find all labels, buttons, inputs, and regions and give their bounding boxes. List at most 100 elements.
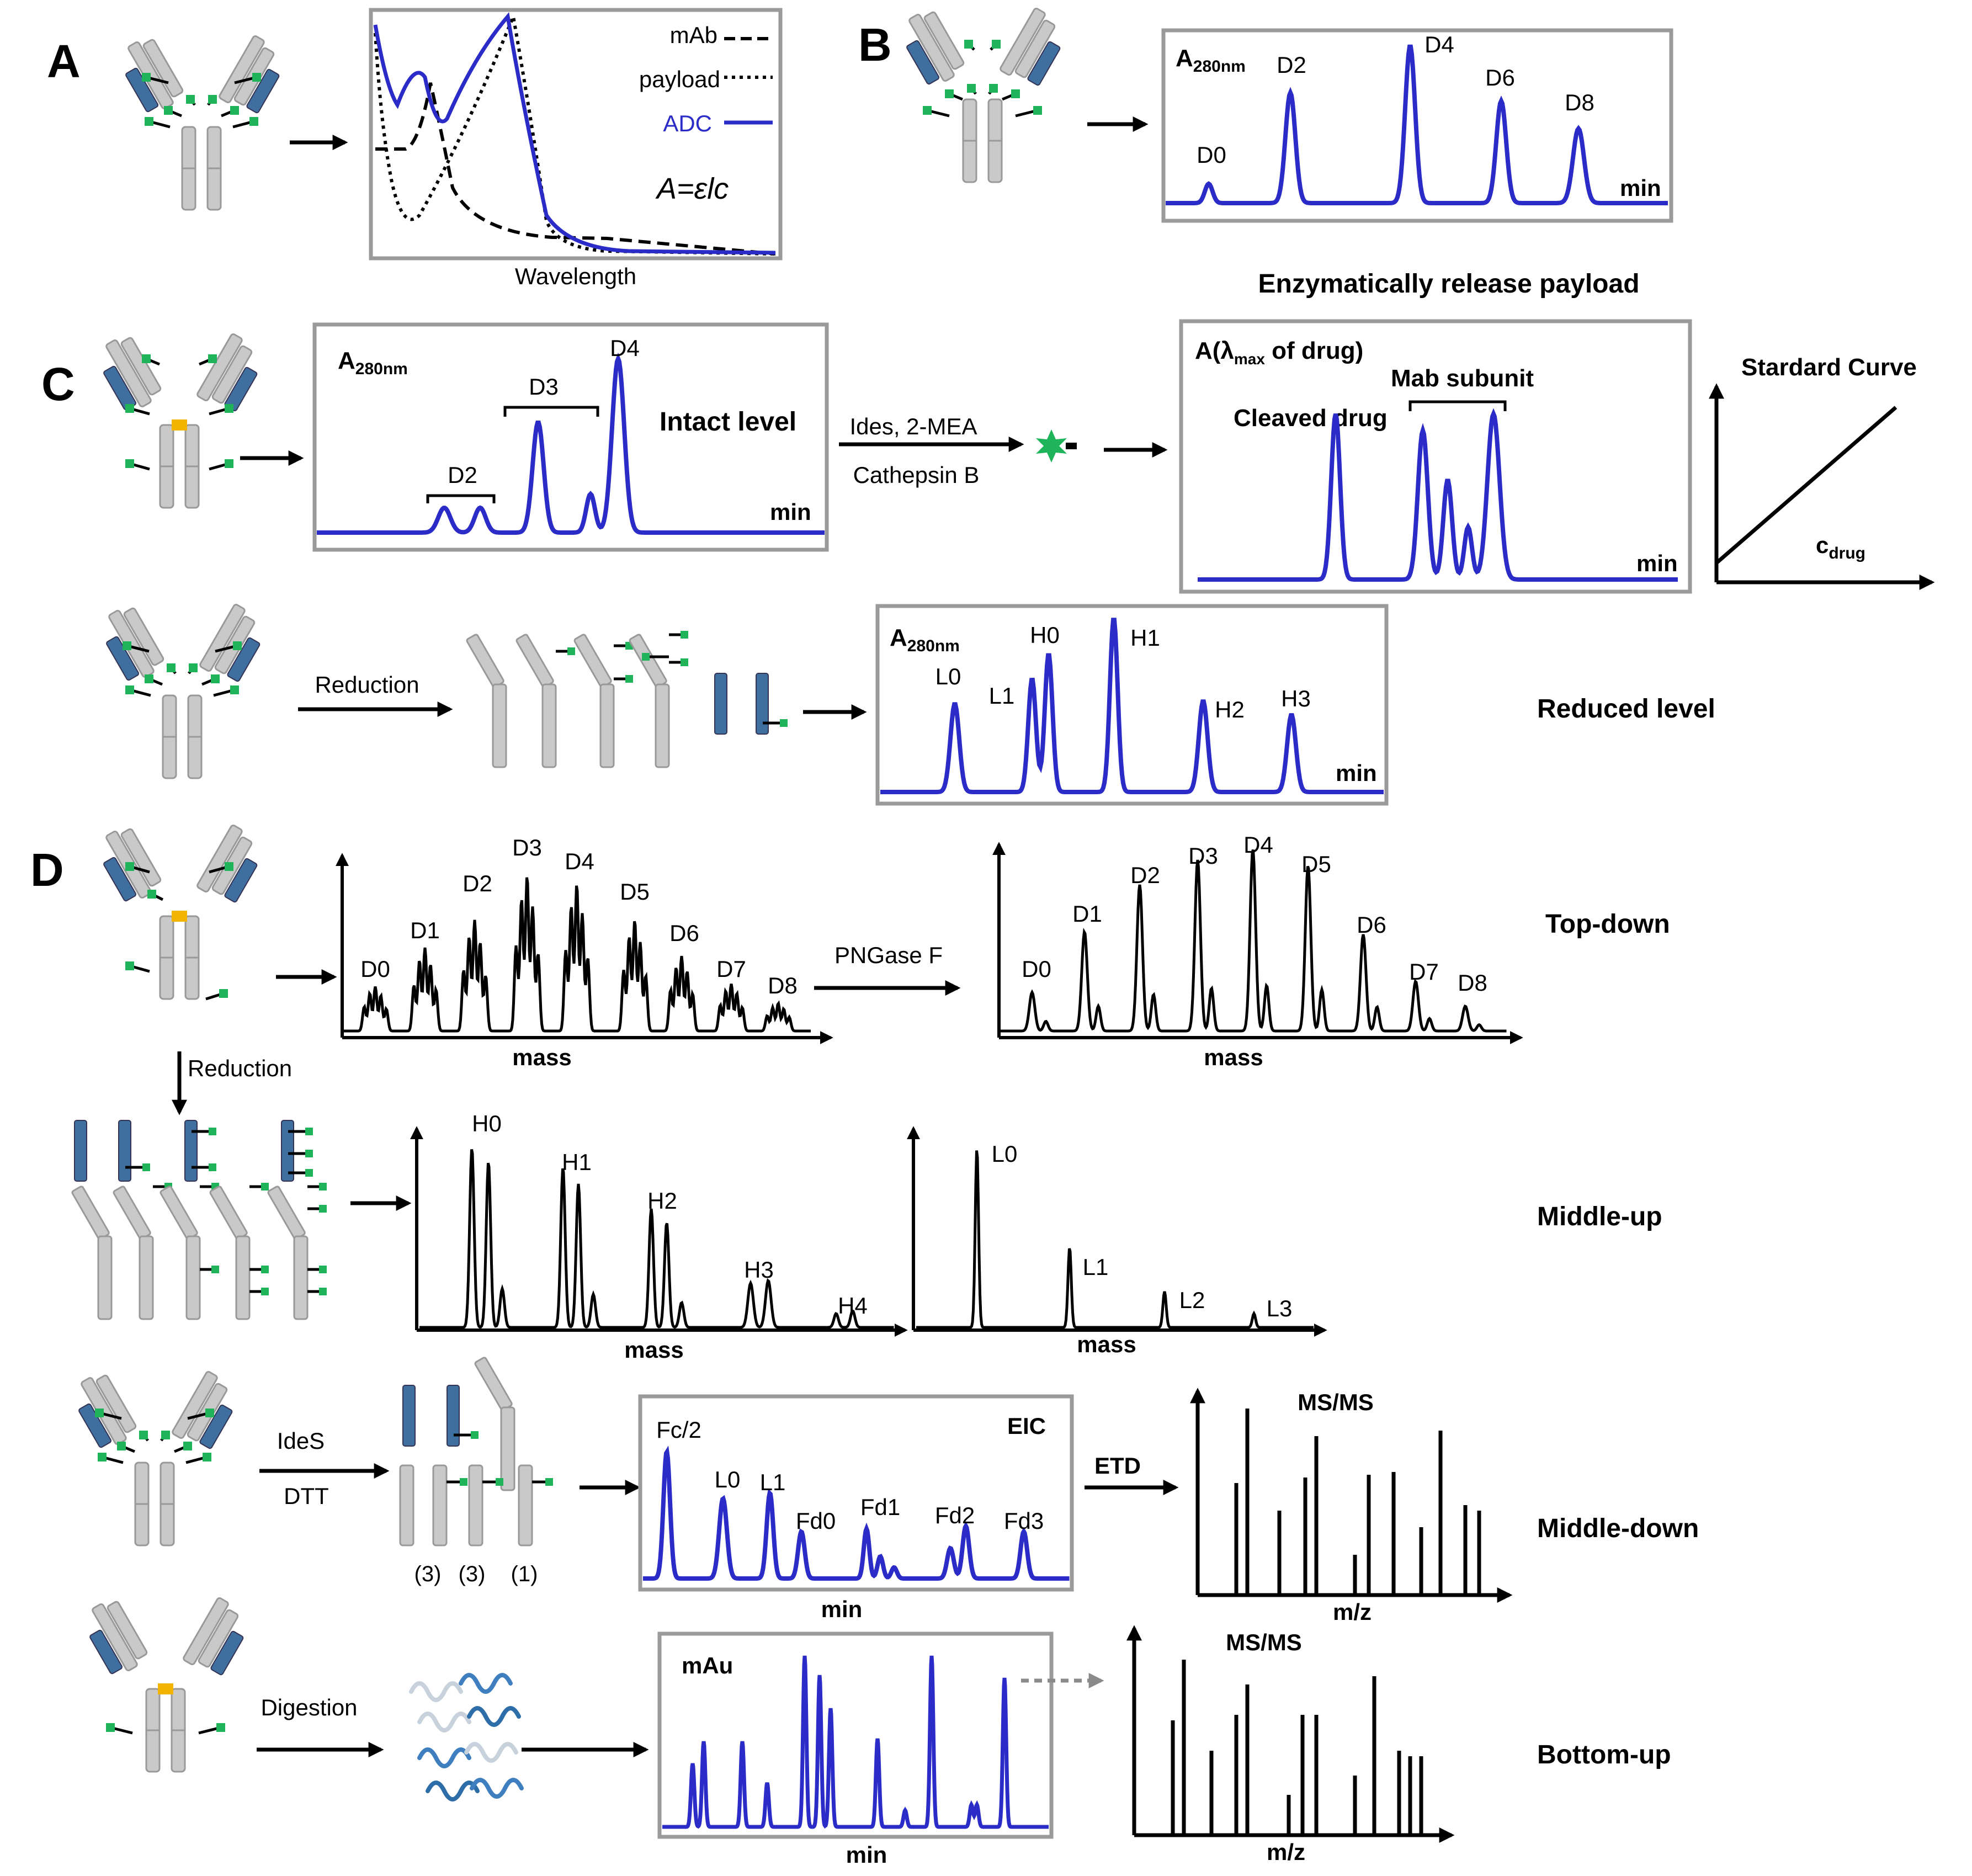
peak-label: L0 [935,663,961,689]
drug-payload-icon [460,1478,467,1486]
bottomup-xunit: min [846,1842,887,1868]
drug-payload-icon [319,1205,327,1213]
beer-lambert-equation: A=εlc [655,172,729,205]
peak-label: D2 [463,870,492,896]
drug-payload-icon [219,989,228,998]
bottomup-label: Bottom-up [1537,1740,1671,1769]
heavy-chain [474,1357,515,1491]
drug-payload-icon [1036,429,1077,463]
drug-payload-icon [625,675,633,683]
drug-payload-icon [98,1453,107,1462]
bu-msms-xlabel: m/z [1267,1839,1305,1865]
drug-payload-icon [567,647,575,655]
antibody-icon [906,8,1061,183]
peptide-icon [417,1747,471,1768]
peak-label: D4 [1243,832,1273,858]
mab-spectrum-curve [375,82,776,256]
intact-peak-label: D2 [448,462,477,488]
cleaved-drug-label: Cleaved drug [1234,405,1388,432]
d3-bracket [503,406,599,417]
peak-label: D4 [565,848,594,874]
peak-label: D8 [1565,89,1594,115]
light-chain [402,1385,416,1447]
drug-payload-icon [967,84,976,93]
topdown-deglycosylated-spectrum [999,849,1507,1033]
panel-b-ylabel: A280nm [1176,45,1246,76]
peak-label: L3 [1267,1295,1293,1321]
reduction-label: Reduction [315,672,419,698]
reduced-plot-frame [875,604,1389,806]
fc-fragment [399,1464,414,1546]
peak-label: D4 [1424,31,1454,57]
light-chain [74,1120,87,1182]
fragment-count-label: (3) [459,1562,486,1586]
peak-label: L1 [1083,1254,1109,1280]
legend-mab-label: mAb [670,22,717,48]
intact-xunit: min [770,499,811,525]
drug-payload-icon [992,40,1001,49]
peptide-icon [409,1673,524,1801]
bu-msms-title: MS/MS [1226,1629,1302,1655]
drug-payload-icon [305,1128,313,1135]
drug-payload-icon [125,862,134,871]
drug-payload-icon [209,1163,216,1171]
drug-payload-icon [471,1431,479,1439]
digestion-label: Digestion [261,1694,357,1720]
ides-label: IdeS [277,1428,325,1454]
peak-label: H2 [1215,697,1245,722]
drug-payload-icon [1011,89,1020,98]
cleavage-arrow-top-label: Ides, 2-MEA [849,413,977,439]
reduced-ylabel: A280nm [890,624,960,655]
reduced-xunit: min [1336,760,1377,786]
drug-payload-icon [642,653,650,661]
drug-payload-icon [186,95,195,104]
drug-payload-icon [167,663,176,672]
heavy-chain [160,1186,201,1320]
release-xunit: min [1636,550,1678,576]
drug-payload-icon [106,1723,115,1732]
peak-label: D2 [1277,52,1306,78]
panel-b-chromatogram-trace [1166,44,1668,205]
peak-label: L0 [992,1141,1018,1167]
drug-payload-icon [230,106,239,115]
drug-payload-icon [209,1128,216,1135]
peptide-icon [459,1673,513,1694]
drug-payload-icon [208,354,217,363]
intact-peak-label: D4 [610,335,640,361]
peak-label: D1 [410,917,440,943]
peak-label: D0 [1022,956,1051,982]
panel-letter-a: A [47,35,81,87]
std-curve-xlabel: cdrug [1816,532,1865,562]
drug-payload-icon [252,73,261,82]
peak-label: D3 [1188,843,1218,869]
middleup-h-xlabel: mass [624,1337,683,1363]
eic-xunit: min [821,1596,863,1622]
middleup-l-xlabel: mass [1077,1331,1136,1357]
peak-label: D0 [1197,142,1226,168]
middleup-heavy-spectrum [419,1149,894,1329]
release-plot-frame [1179,319,1692,594]
drug-payload-icon [305,1150,313,1157]
ides-fragments-group [399,1357,553,1546]
drug-payload-icon [139,1431,148,1439]
bottomup-plot-frame [657,1631,1054,1839]
intact-level-label: Intact level [660,407,796,437]
drug-payload-icon [161,1431,170,1439]
drug-payload-icon [211,1266,219,1273]
peak-label: Fc/2 [656,1417,701,1443]
antibody-icon [103,333,258,509]
topdown-right-xlabel: mass [1204,1044,1263,1070]
heavy-chain [209,1186,251,1320]
reduced-level-label: Reduced level [1537,694,1715,724]
std-curve-line [1715,406,1897,565]
middleup-light-spectrum [916,1150,1314,1329]
d2-bracket [426,494,496,503]
middledown-label: Middle-down [1537,1514,1699,1543]
peak-label: H2 [647,1188,677,1214]
fc-fragment [432,1464,448,1546]
drug-payload-icon [142,73,151,82]
peak-label: L2 [1179,1287,1205,1313]
peak-label: H0 [472,1110,502,1136]
release-title: Enzymatically release payload [1258,269,1639,299]
